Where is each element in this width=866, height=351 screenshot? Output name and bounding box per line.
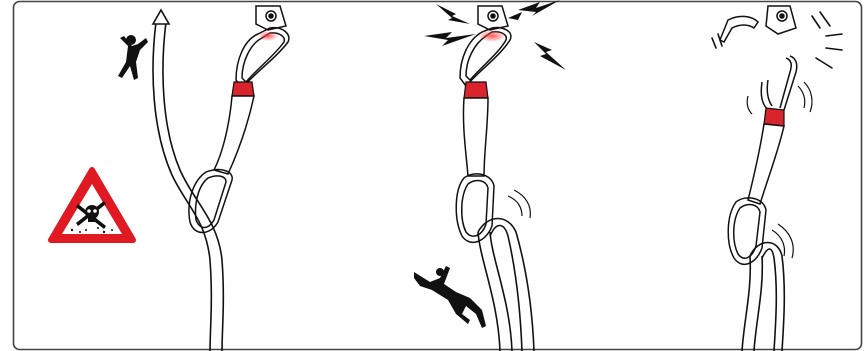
vibration-lines-3	[746, 81, 813, 115]
quickdraw-sling	[212, 95, 255, 175]
falling-climber-icon	[414, 266, 486, 328]
quickdraw-sling-2	[462, 97, 489, 177]
arrow-up-icon	[151, 8, 171, 25]
rope-panel-1	[152, 21, 225, 351]
panel-1	[48, 5, 290, 351]
motion-lines-2	[507, 189, 531, 219]
sling-keeper-top-3	[763, 107, 785, 127]
panel-2	[414, 0, 566, 351]
warning-triangle-skull-icon	[48, 167, 136, 243]
quickdraw-sling-3	[747, 123, 785, 205]
frame-border	[12, 0, 863, 351]
sling-keeper-top	[231, 81, 255, 97]
upper-carabiner	[235, 26, 290, 90]
sling-keeper-top-2	[463, 81, 489, 99]
friction-glow	[258, 31, 278, 41]
bolt-hanger	[255, 5, 287, 31]
shock-lines-3	[711, 11, 843, 69]
friction-glow-2	[478, 30, 506, 42]
rope-panel-2	[477, 217, 535, 351]
lightning-bolt-icon	[424, 0, 566, 70]
bolt-hanger-2	[477, 5, 509, 31]
lower-carabiner	[188, 168, 233, 234]
motion-lines-3	[771, 223, 794, 259]
panel-3	[711, 5, 843, 351]
climber-silhouette-icon	[118, 35, 148, 80]
broken-gate-piece	[719, 15, 759, 43]
broken-carabiner-3	[760, 55, 798, 111]
bolt-hanger-3	[765, 5, 797, 35]
rope-panel-3	[741, 241, 786, 351]
